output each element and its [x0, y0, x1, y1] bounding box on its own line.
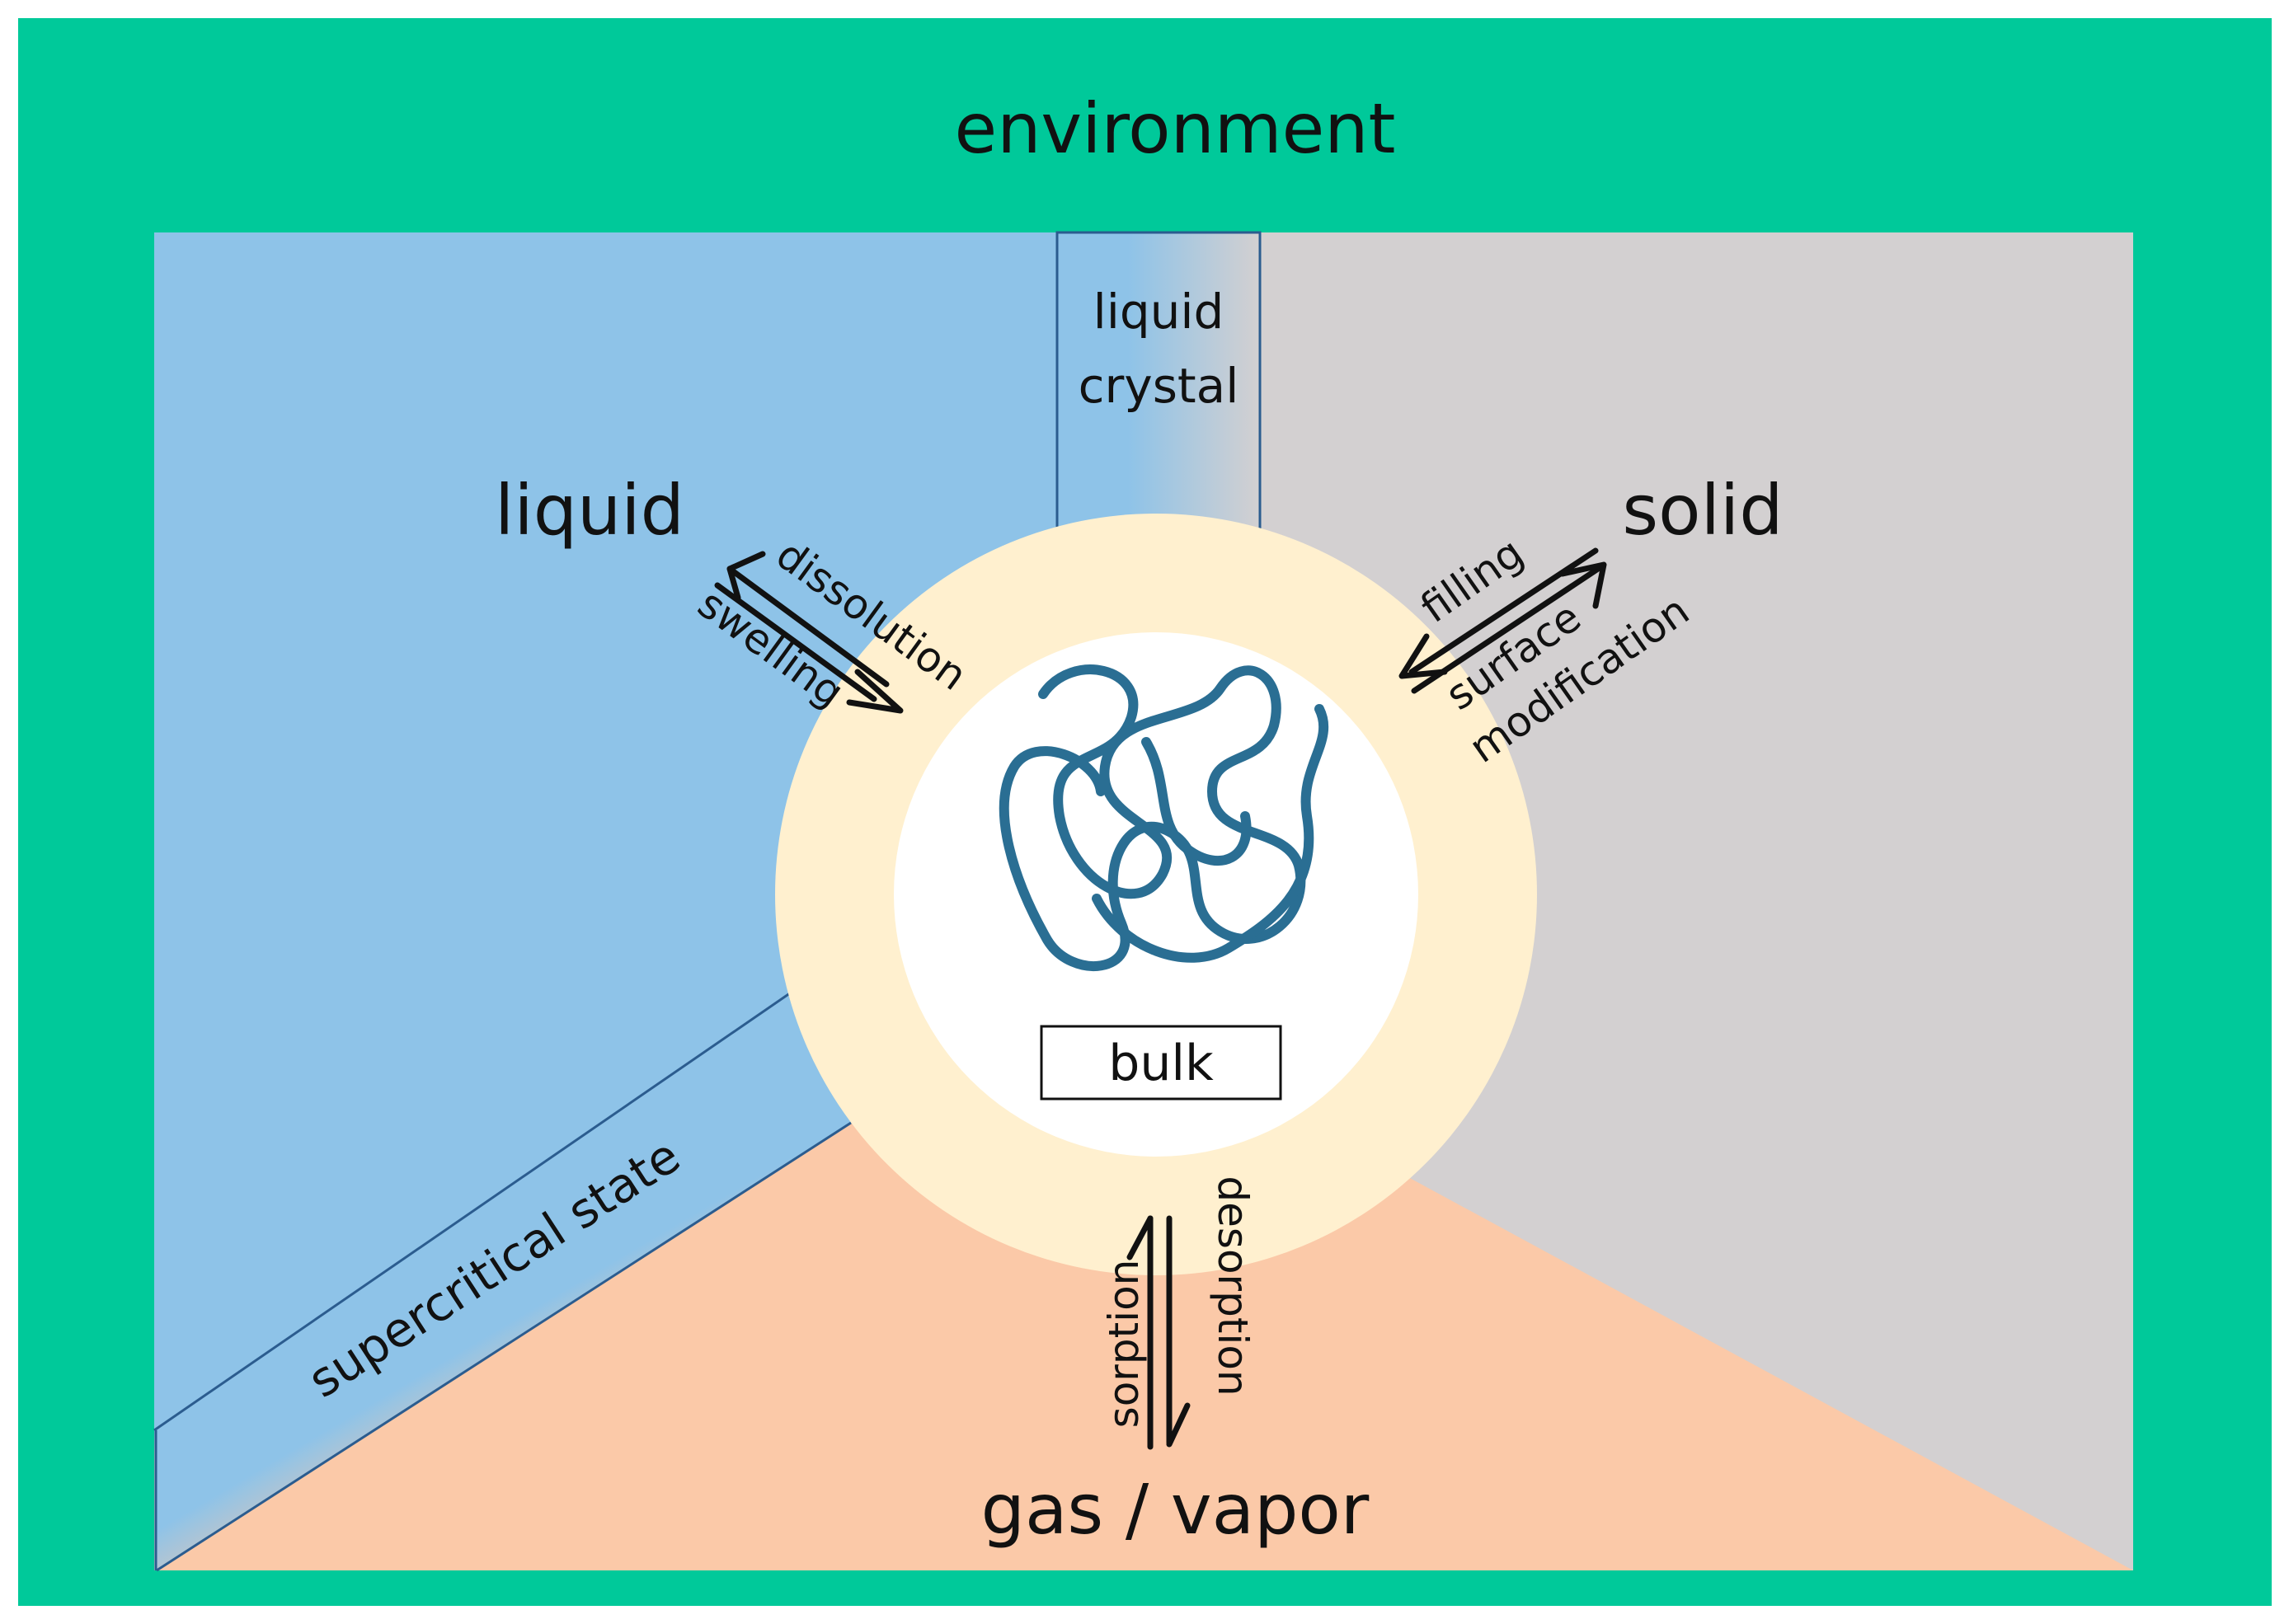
liquid-crystal-label-line2: crystal: [1079, 358, 1239, 414]
environment-label: environment: [955, 88, 1396, 169]
dissolution-arrowhead: [726, 551, 766, 601]
gas-region: [154, 1040, 2133, 1570]
supercritical-band: [154, 989, 851, 1570]
bulk-label-box: [1040, 1025, 1282, 1101]
dissolution-arrow: [726, 566, 890, 688]
solid-region: [1156, 232, 2133, 1570]
sorption-label: sorption: [1100, 1260, 1148, 1429]
swelling-arrow: [714, 582, 877, 702]
solid-exchange-arrows: [1398, 547, 1607, 694]
bulk-core: [894, 632, 1418, 1157]
liquid-exchange-arrows: [714, 551, 904, 714]
gas-exchange-arrows: [1126, 1215, 1191, 1450]
filling-arrowhead: [1398, 633, 1448, 679]
polymer-coil-icon: [999, 664, 1329, 971]
desorption-arrowhead: [1166, 1402, 1191, 1448]
modification-arrow: [1411, 566, 1601, 694]
sorption-arrowhead: [1126, 1215, 1154, 1260]
desorption-label: desorption: [1209, 1176, 1257, 1396]
gas-label: gas / vapor: [981, 1469, 1370, 1550]
liquid-crystal-label-line1: liquid: [1093, 284, 1224, 340]
solid-label: solid: [1622, 470, 1783, 551]
liquid-region: [154, 232, 1156, 1430]
modification-arrowhead: [1559, 561, 1607, 609]
bulk-label: bulk: [1108, 1035, 1214, 1092]
liquid-label: liquid: [495, 470, 684, 551]
supercritical-border-top: [153, 988, 797, 1432]
supercritical-border-bottom: [156, 1121, 852, 1572]
swelling-arrowhead: [846, 669, 904, 714]
